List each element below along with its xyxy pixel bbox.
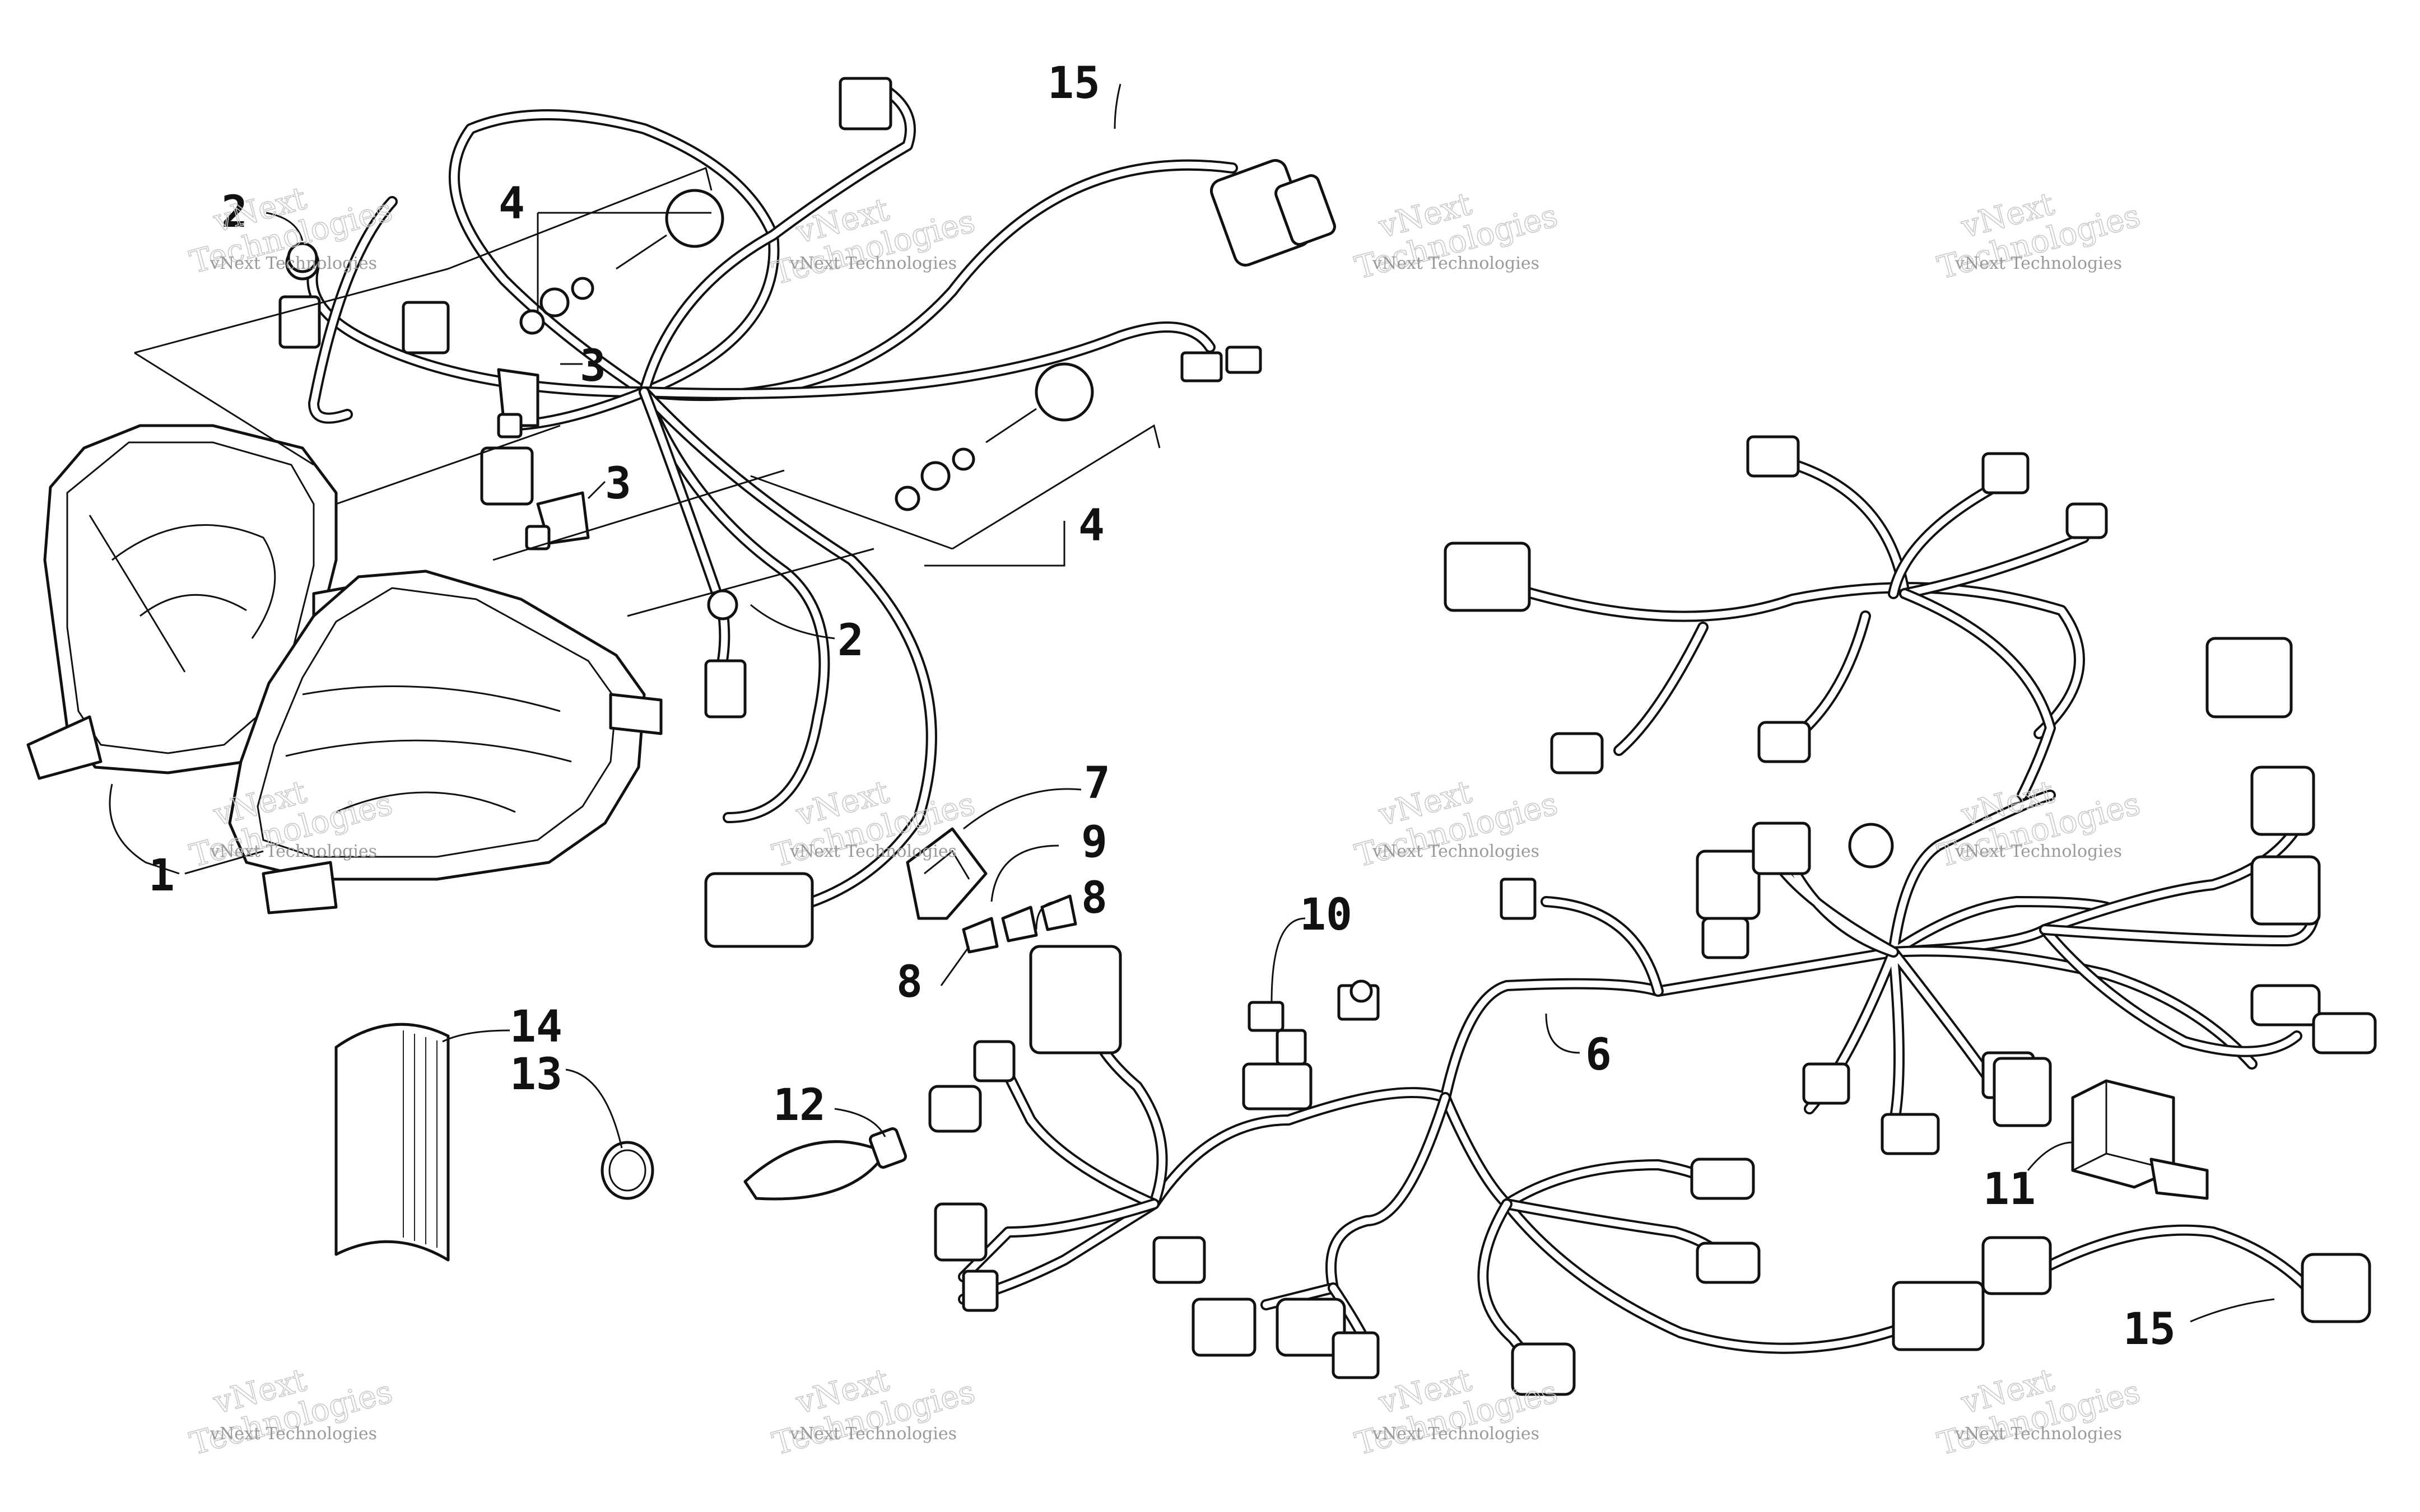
relay bbox=[2071, 1079, 2209, 1200]
callout-2-lower: 2 bbox=[837, 615, 864, 666]
watermarks: vNext Technologies vNext Technologies vN… bbox=[186, 180, 2144, 1463]
hose-clamp bbox=[601, 1141, 654, 1200]
callout-14: 14 bbox=[510, 1002, 562, 1052]
callout-2-upper: 2 bbox=[221, 187, 248, 237]
insulation-sleeve bbox=[334, 1023, 450, 1262]
callout-4-upper: 4 bbox=[499, 179, 525, 229]
callout-13: 13 bbox=[510, 1049, 562, 1100]
exploded-lines-lower bbox=[492, 424, 1161, 617]
callout-10: 10 bbox=[1300, 890, 1352, 940]
callout-labels: 15 2 4 3 3 4 2 1 7 9 8 8 10 6 14 13 12 1… bbox=[148, 58, 2176, 1355]
leader-1a bbox=[109, 783, 180, 875]
watermark-label-9: vNext Technologies bbox=[210, 1424, 377, 1444]
callout-7: 7 bbox=[1084, 758, 1110, 809]
watermark-9: vNext Technologies bbox=[186, 1361, 397, 1463]
watermark-label-6: vNext Technologies bbox=[789, 842, 957, 861]
callout-8-right: 8 bbox=[1081, 873, 1107, 923]
watermark-label-7: vNext Technologies bbox=[1372, 842, 1539, 861]
watermark-label-8: vNext Technologies bbox=[1954, 842, 2122, 861]
callout-5: 15 bbox=[1048, 58, 1100, 109]
callout-9: 9 bbox=[1081, 817, 1107, 867]
bulb-upper bbox=[497, 368, 539, 438]
watermark-label-11: vNext Technologies bbox=[1372, 1424, 1539, 1444]
watermark-label-1: vNext Technologies bbox=[210, 254, 377, 273]
callout-12: 12 bbox=[773, 1080, 826, 1131]
main-wiring-harness bbox=[928, 637, 2377, 1396]
callout-4-lower: 4 bbox=[1078, 501, 1105, 551]
extension-harness bbox=[1981, 1224, 2371, 1323]
leader-1b bbox=[184, 850, 264, 875]
socket-upper bbox=[287, 242, 318, 273]
connector-cover bbox=[906, 827, 988, 920]
callout-1: 1 bbox=[148, 851, 175, 901]
watermark-label-3: vNext Technologies bbox=[1372, 254, 1539, 273]
watermark-2: vNext Technologies bbox=[769, 191, 979, 292]
callout-3-lower: 3 bbox=[605, 459, 631, 509]
callout-11: 11 bbox=[1983, 1164, 2036, 1215]
bulb-lower bbox=[525, 491, 590, 550]
upper-headlight-harness bbox=[278, 77, 1336, 948]
sensor-harness-upper bbox=[1444, 435, 2108, 801]
watermark-label-12: vNext Technologies bbox=[1954, 1424, 2122, 1444]
callout-3-upper: 3 bbox=[580, 341, 606, 391]
leader-lines bbox=[266, 83, 2275, 1323]
watermark-12: vNext Technologies bbox=[1934, 1361, 2144, 1463]
watermark-label-10: vNext Technologies bbox=[789, 1424, 957, 1444]
watermark-10: vNext Technologies bbox=[769, 1361, 979, 1463]
adjuster-upper bbox=[519, 189, 724, 335]
watermark-label-5: vNext Technologies bbox=[210, 842, 377, 861]
socket-lower bbox=[707, 589, 738, 620]
terminal-pins bbox=[962, 894, 1077, 954]
wire-tie-strap bbox=[743, 1127, 907, 1201]
callout-15: 15 bbox=[2123, 1304, 2176, 1355]
watermark-label-4: vNext Technologies bbox=[1954, 254, 2122, 273]
headlight-right bbox=[228, 570, 663, 914]
callout-8-left: 8 bbox=[896, 957, 923, 1007]
watermark-label-2: vNext Technologies bbox=[789, 254, 957, 273]
callout-6: 6 bbox=[1585, 1030, 1612, 1080]
adjuster-lower bbox=[895, 362, 1094, 511]
exploded-lines-upper bbox=[134, 166, 713, 505]
